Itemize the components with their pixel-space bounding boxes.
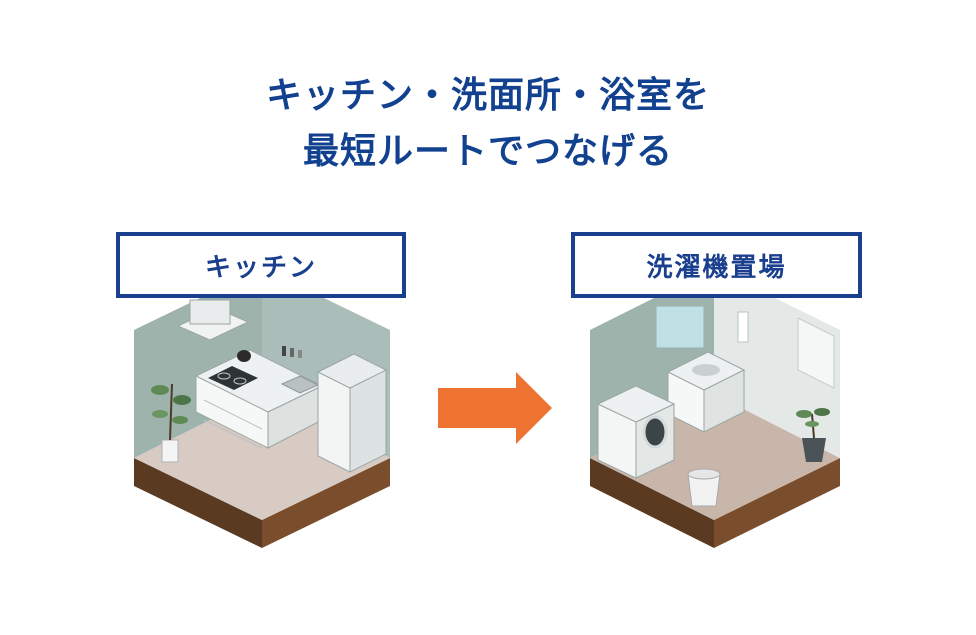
- kitchen-room-illustration: [134, 268, 390, 548]
- laundry-basket-rim: [687, 468, 721, 480]
- range-hood-body: [189, 299, 231, 325]
- laundry-floor: [590, 394, 840, 520]
- laundry-plant-leaf-1: [796, 410, 812, 418]
- cooktop: [208, 366, 258, 390]
- laundry-label-box: 洗濯機置場: [571, 232, 862, 298]
- kitchen-label-box: キッチン: [116, 232, 406, 298]
- bottle-1: [282, 346, 286, 356]
- kitchen-plant-leaf-2: [173, 395, 191, 405]
- laundry-label: 洗濯機置場: [646, 252, 787, 283]
- title-line-1: キッチン・洗面所・浴室を: [265, 75, 710, 116]
- bottle-3: [298, 350, 302, 358]
- laundry-soil-left: [590, 458, 714, 548]
- kettle: [237, 350, 251, 362]
- kitchen-plant-leaf-3: [152, 410, 168, 418]
- kitchen-soil-right: [262, 458, 390, 548]
- laundry-room-illustration: [590, 268, 840, 548]
- laundry-plant-leaf-3: [805, 421, 819, 427]
- towel: [737, 311, 749, 343]
- laundry-soil-right: [714, 458, 840, 548]
- kitchen-soil-left: [134, 458, 262, 548]
- arrow-right-icon: [438, 372, 552, 444]
- fridge-front: [317, 371, 351, 473]
- kitchen-plant-leaf-1: [151, 385, 169, 395]
- kitchen-plant-pot: [161, 439, 179, 463]
- washer-top: [596, 385, 676, 423]
- page-title: キッチン・洗面所・浴室を 最短ルートでつなげる: [0, 68, 976, 180]
- title-line-2: 最短ルートでつなげる: [302, 131, 673, 172]
- kitchen-plant-leaf-4: [172, 416, 188, 424]
- fridge-top: [316, 353, 388, 389]
- vanity-basin: [692, 364, 720, 376]
- washer-door: [642, 415, 668, 449]
- burner-2: [233, 377, 247, 385]
- vanity-side: [703, 369, 745, 433]
- kitchen-plant-stem: [169, 383, 173, 441]
- bottle-2: [290, 348, 294, 357]
- laundry-window: [797, 317, 835, 389]
- laundry-plant-pot: [802, 438, 826, 462]
- drawer-line-2: [203, 419, 263, 449]
- kitchen-label: キッチン: [204, 252, 317, 283]
- drawer-line-1: [203, 399, 263, 430]
- burner-1: [217, 372, 231, 380]
- kitchen-floor: [134, 394, 390, 520]
- vanity-mirror: [655, 305, 705, 349]
- laundry-plant-leaf-2: [814, 408, 830, 416]
